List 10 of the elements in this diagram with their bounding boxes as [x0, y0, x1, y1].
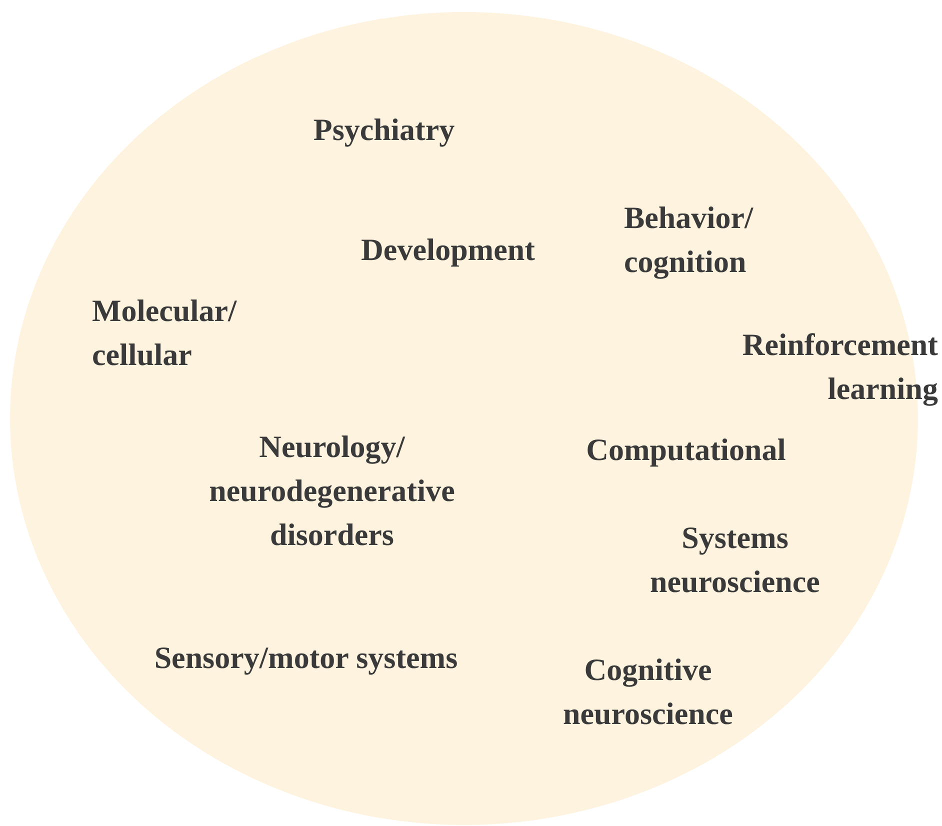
topic-label: Psychiatry: [312, 111, 456, 149]
topic-label: Development: [360, 231, 536, 269]
topic-label: Computational: [585, 431, 787, 469]
topic-label: Neurology/ neurodegenerative disorders: [208, 428, 456, 554]
topic-label: Behavior/ cognition: [624, 199, 754, 281]
topic-label: Sensory/motor systems: [153, 639, 459, 677]
topic-label: Systems neuroscience: [649, 519, 821, 601]
topic-label: Reinforcement learning: [741, 326, 938, 408]
topic-label: Molecular/ cellular: [92, 292, 238, 374]
topic-label: Cognitive neuroscience: [562, 651, 734, 733]
